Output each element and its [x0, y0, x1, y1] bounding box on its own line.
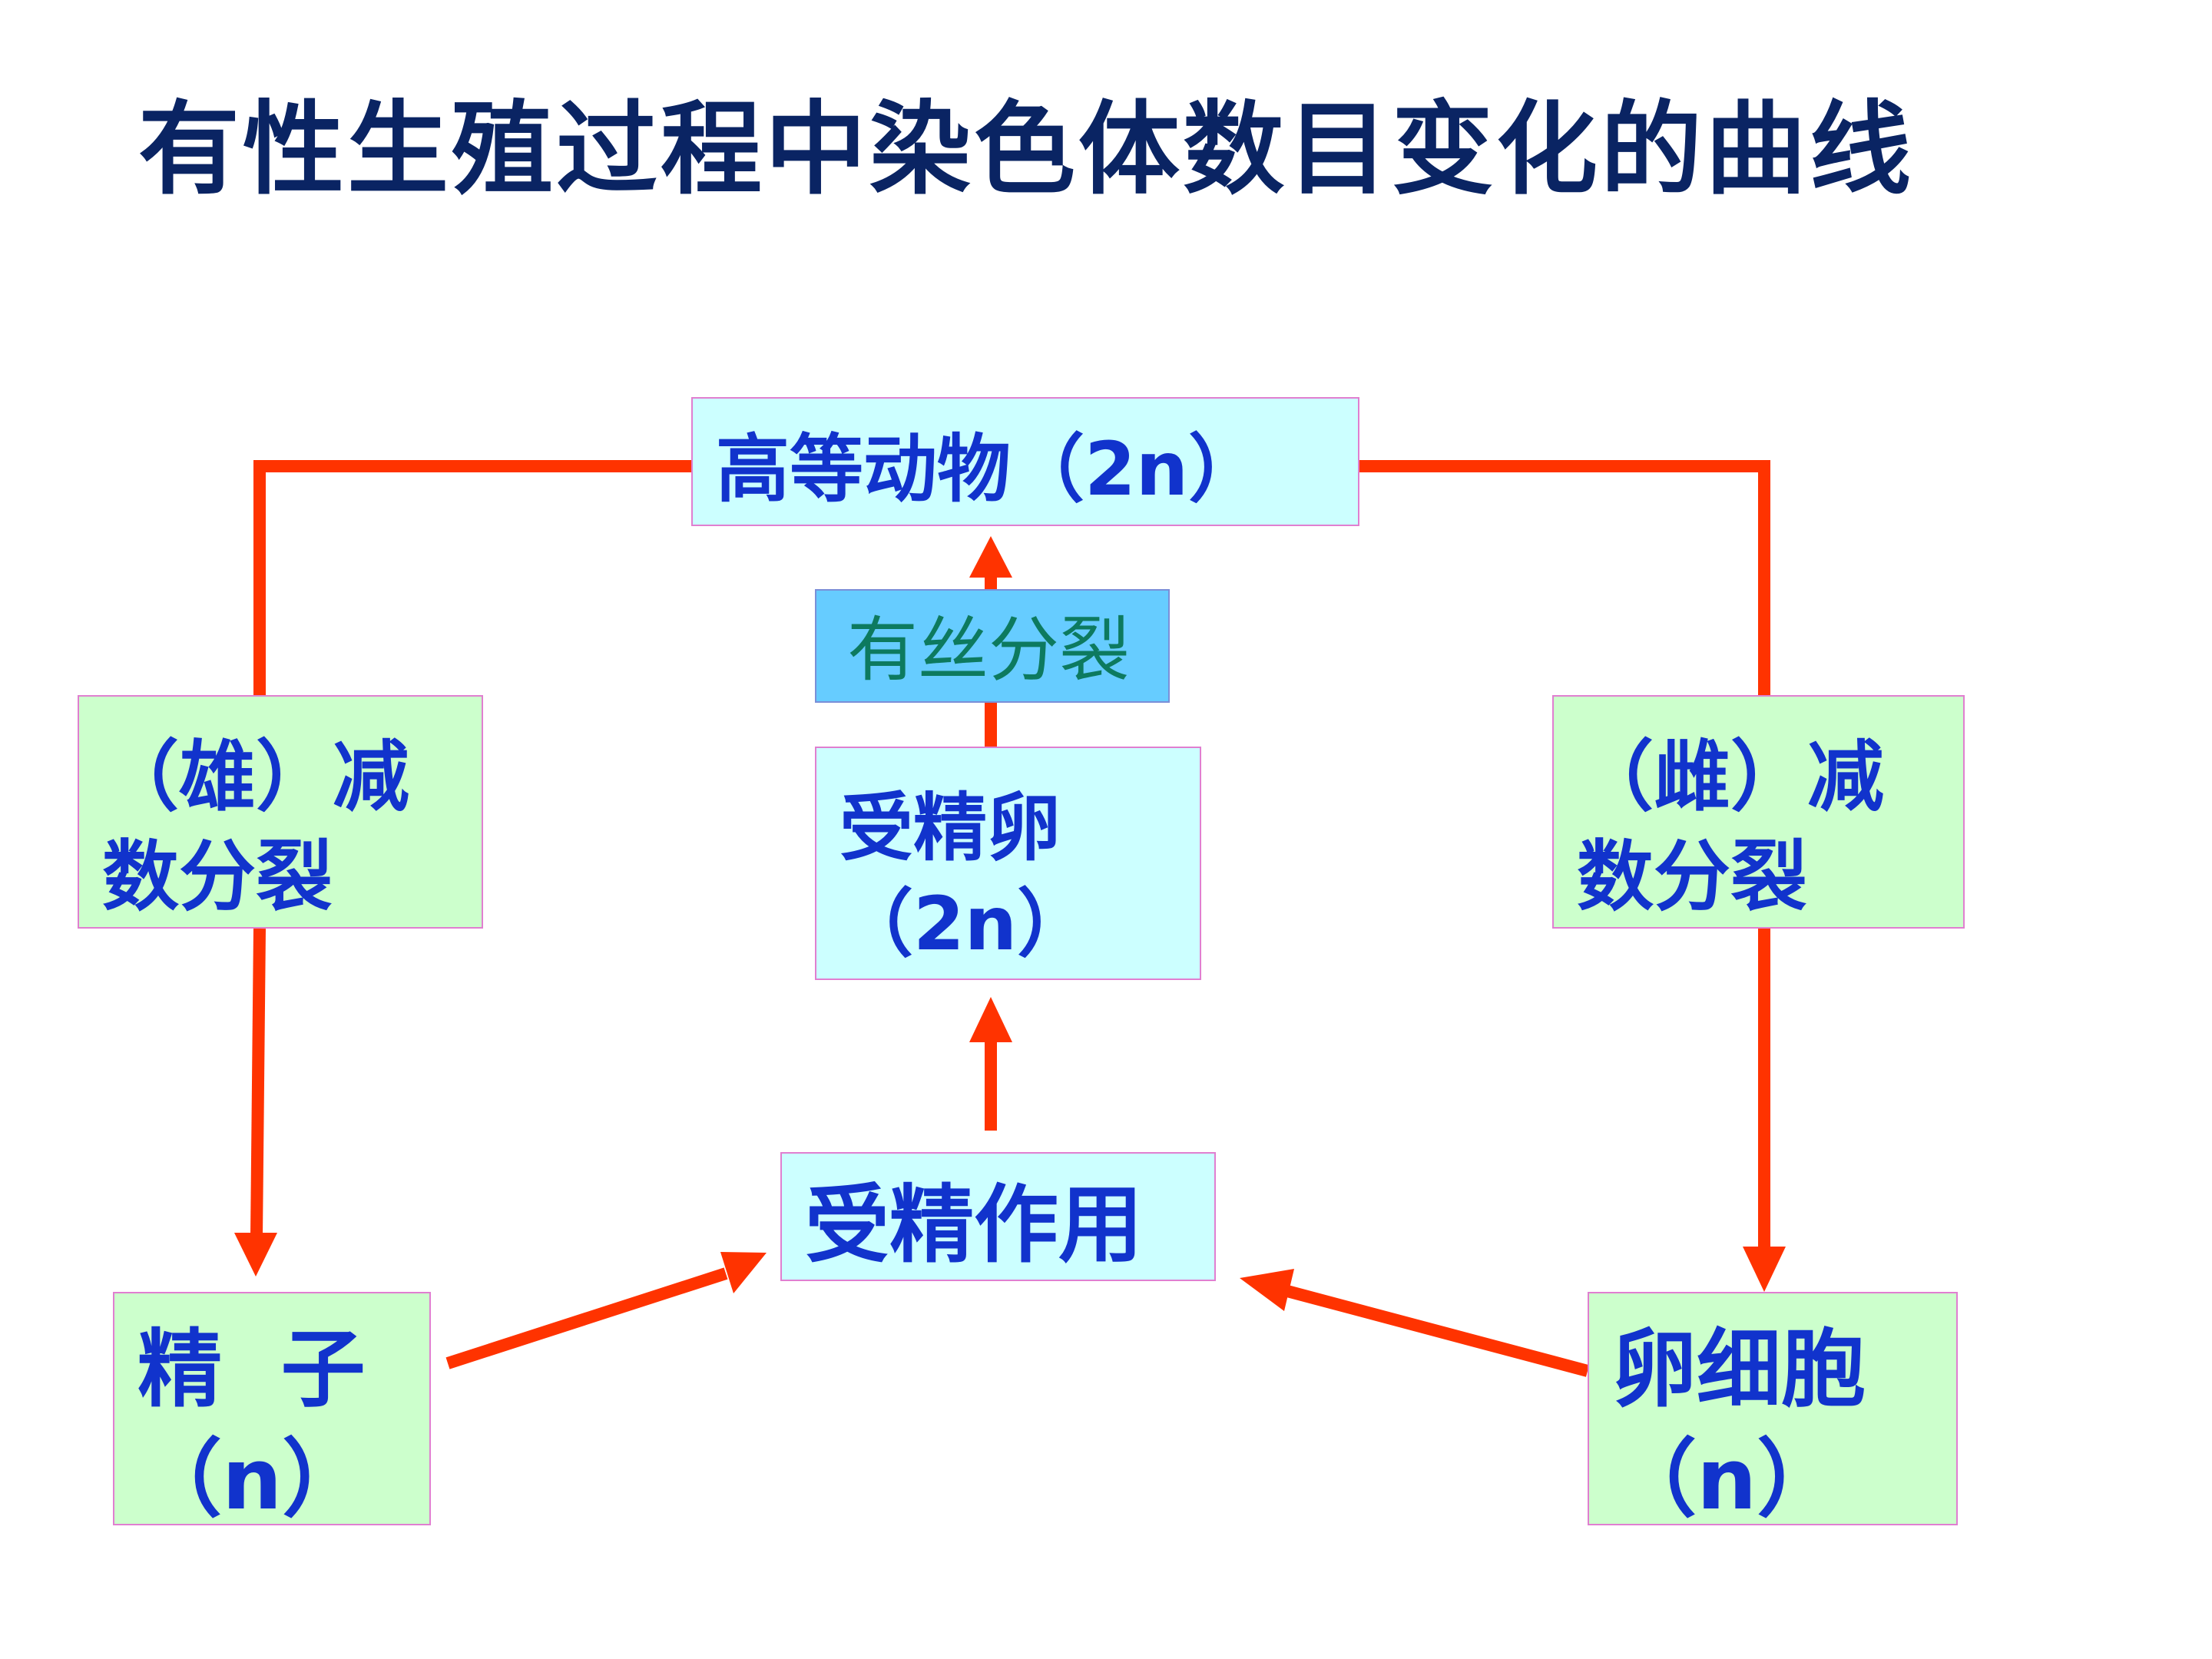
arrowhead-fertilization-left — [720, 1252, 767, 1293]
node-female-meiosis: （雌）减 数分裂 — [1552, 695, 1965, 929]
node-higher-animal: 高等动物（2n） — [691, 397, 1359, 526]
arrow-egg-to-fertilization — [1285, 1285, 1590, 1377]
node-higher-animal-label: 高等动物（2n） — [716, 426, 1263, 512]
node-egg-label: 卵细胞 — [1612, 1320, 1866, 1419]
node-zygote: 受精卵 （2n） — [815, 747, 1201, 980]
node-sperm: 精 子 （n） — [113, 1292, 431, 1528]
node-female-meiosis-line2: 数分裂 — [1577, 832, 1807, 922]
node-female-meiosis-line1: （雌）减 — [1577, 732, 1884, 822]
arrowhead-fertilization-right — [1240, 1269, 1294, 1311]
node-male-meiosis-line1: （雄）减 — [102, 732, 409, 822]
arrowhead-zygote — [969, 997, 1012, 1042]
arrowhead-animal — [969, 536, 1012, 578]
node-male-meiosis-line2: 数分裂 — [102, 832, 333, 922]
node-sperm-ploidy: （n） — [137, 1430, 367, 1528]
line-animal-to-female-meiosis — [1359, 460, 1770, 695]
node-fertilization-label: 受精作用 — [805, 1176, 1143, 1274]
node-egg-ploidy: （n） — [1612, 1430, 1842, 1528]
arrowhead-egg — [1743, 1247, 1786, 1292]
label-mitosis-text: 有丝分裂 — [847, 609, 1131, 691]
line-animal-to-male-meiosis — [253, 460, 691, 695]
node-zygote-label: 受精卵 — [839, 785, 1061, 871]
arrowhead-sperm — [234, 1233, 277, 1277]
node-sperm-label: 精 子 — [137, 1320, 366, 1419]
node-male-meiosis: （雄）减 数分裂 — [78, 695, 483, 929]
node-egg: 卵细胞 （n） — [1588, 1292, 1958, 1528]
node-fertilization: 受精作用 — [780, 1152, 1216, 1281]
label-mitosis: 有丝分裂 — [815, 589, 1170, 703]
arrow-male-meiosis-to-sperm — [250, 928, 266, 1237]
node-zygote-ploidy: （2n） — [839, 880, 1091, 967]
arrow-sperm-to-fertilization — [445, 1267, 728, 1369]
page-title: 有性生殖过程中染色体数目变化的曲线 — [138, 91, 1914, 209]
